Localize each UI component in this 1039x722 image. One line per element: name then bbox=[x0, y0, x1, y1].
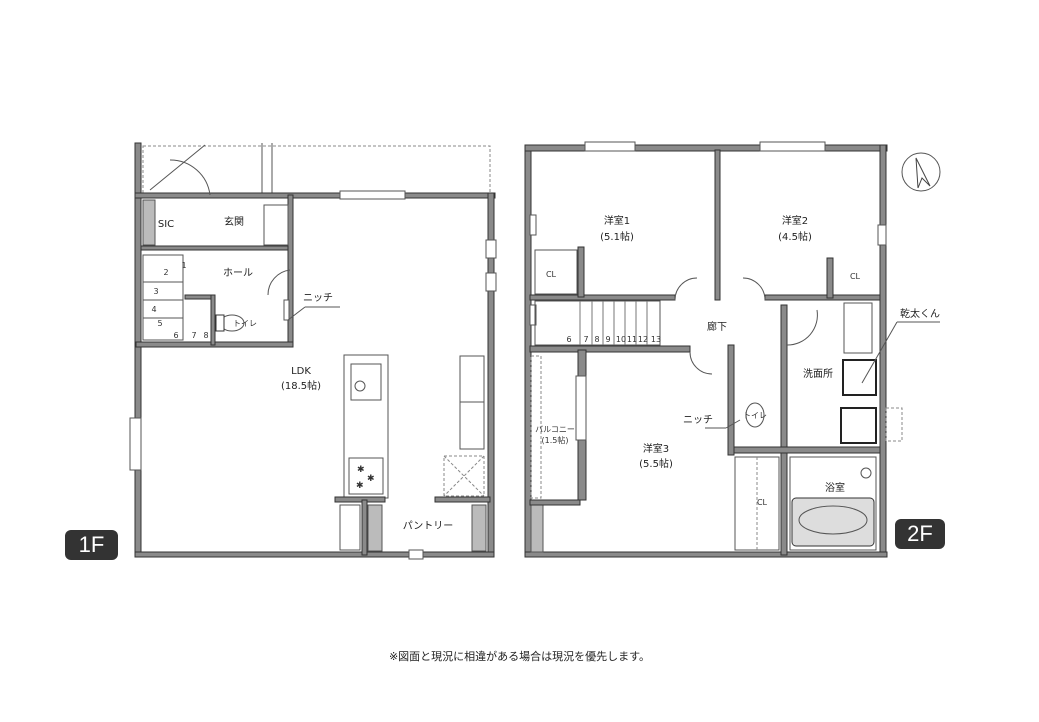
svg-text:8: 8 bbox=[594, 335, 599, 344]
room-label-ldk: LDK bbox=[291, 366, 311, 377]
svg-text:7: 7 bbox=[191, 331, 196, 340]
window bbox=[584, 141, 636, 152]
floor2-plan: 洋室1 (5.1帖) 洋室2 (4.5帖) CL CL CL 廊下 洗面所 乾太… bbox=[524, 141, 941, 558]
room-label-bathroom: 浴室 bbox=[825, 481, 845, 494]
stair-numbers-1f: 1 2 3 4 5 6 7 8 bbox=[151, 261, 208, 340]
label-dryer: 乾太くん bbox=[900, 307, 940, 320]
room-label-ldk-size: (18.5帖) bbox=[281, 379, 321, 392]
svg-text:✱: ✱ bbox=[357, 465, 365, 475]
room-label-balcony: バルコニー bbox=[535, 425, 575, 434]
svg-text:6: 6 bbox=[566, 335, 571, 344]
north-arrow-icon bbox=[901, 152, 941, 192]
bathroom bbox=[789, 456, 877, 551]
bathtub bbox=[791, 497, 875, 547]
svg-text:12: 12 bbox=[638, 335, 648, 344]
svg-text:9: 9 bbox=[605, 335, 610, 344]
svg-text:5: 5 bbox=[157, 319, 162, 328]
room-label-corridor: 廊下 bbox=[707, 320, 727, 333]
window bbox=[129, 417, 142, 471]
svg-text:7: 7 bbox=[583, 335, 588, 344]
room-label-hall: ホール bbox=[223, 267, 253, 279]
svg-text:13: 13 bbox=[651, 335, 661, 344]
room-label-room3: 洋室3 bbox=[643, 442, 669, 455]
balcony bbox=[530, 355, 542, 499]
window bbox=[759, 141, 826, 152]
dryer bbox=[842, 359, 877, 396]
stove bbox=[348, 457, 384, 495]
room-label-room2: 洋室2 bbox=[782, 214, 808, 227]
svg-text:8: 8 bbox=[203, 331, 208, 340]
staircase-2f bbox=[534, 300, 661, 346]
fridge-space bbox=[443, 455, 485, 497]
toilet-fixture bbox=[745, 402, 765, 428]
window bbox=[339, 190, 406, 200]
svg-text:✱: ✱ bbox=[356, 481, 364, 491]
floor1-badge: 1F bbox=[65, 530, 118, 560]
label-closet-room3: CL bbox=[757, 498, 768, 507]
svg-text:2: 2 bbox=[163, 268, 168, 277]
room-label-washroom: 洗面所 bbox=[803, 368, 833, 380]
svg-text:4: 4 bbox=[151, 305, 156, 314]
room-label-room1-size: (5.1帖) bbox=[600, 230, 634, 243]
wall bbox=[134, 142, 142, 558]
porch bbox=[142, 145, 491, 196]
niche bbox=[283, 299, 290, 321]
svg-text:6: 6 bbox=[173, 331, 178, 340]
label-niche-2f: ニッチ bbox=[683, 414, 713, 426]
closet bbox=[534, 249, 578, 295]
footer-note: ※図面と現況に相違がある場合は現況を優先します。 bbox=[388, 650, 651, 663]
staircase-1f bbox=[142, 254, 184, 341]
sink bbox=[350, 363, 382, 401]
svg-text:1: 1 bbox=[181, 261, 186, 270]
floor2-badge: 2F bbox=[895, 519, 945, 549]
room-label-toilet-2f: トイレ bbox=[743, 411, 767, 420]
room-label-room1: 洋室1 bbox=[604, 214, 630, 227]
room-label-room3-size: (5.5帖) bbox=[639, 457, 673, 470]
room-label-room2-size: (4.5帖) bbox=[778, 230, 812, 243]
room-label-toilet-1f: トイレ bbox=[233, 319, 257, 328]
label-niche-1f: ニッチ bbox=[303, 292, 333, 304]
room-label-sic: SIC bbox=[158, 219, 174, 230]
room-label-pantry: パントリー bbox=[403, 520, 454, 532]
washing-machine bbox=[840, 407, 877, 444]
room-label-balcony-size: (1.5帖) bbox=[542, 435, 569, 445]
room-label-entrance: 玄関 bbox=[224, 215, 244, 228]
svg-text:11: 11 bbox=[627, 335, 637, 344]
label-closet-room2: CL bbox=[850, 272, 861, 281]
svg-text:3: 3 bbox=[153, 287, 158, 296]
svg-text:10: 10 bbox=[616, 335, 626, 344]
label-closet-room1: CL bbox=[546, 270, 557, 279]
floor1-plan: ✱✱✱ SIC 玄関 ホール ニッチ トイレ LDK (18.5帖) パントリー… bbox=[129, 142, 497, 560]
svg-text:✱: ✱ bbox=[367, 474, 375, 484]
